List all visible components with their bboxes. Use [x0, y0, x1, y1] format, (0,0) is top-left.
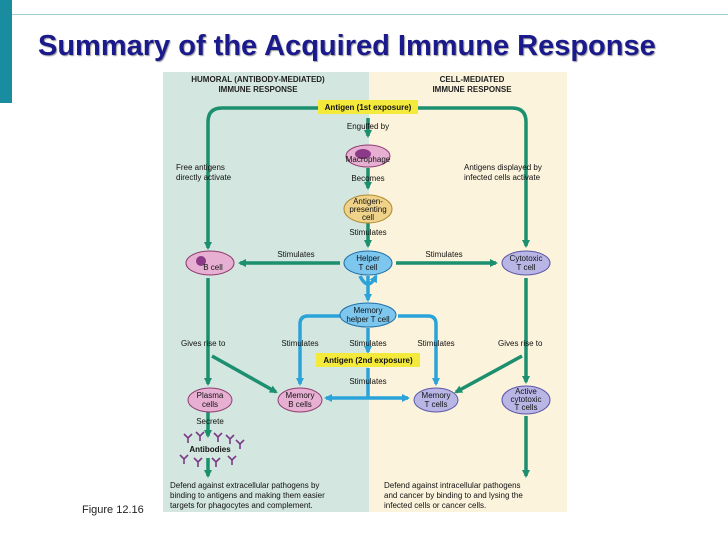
free-antigens-1: Free antigens	[176, 163, 225, 172]
stimulates-memory-label: Stimulates	[349, 339, 386, 348]
humoral-header-2: IMMUNE RESPONSE	[218, 85, 298, 94]
apc-node	[343, 194, 393, 224]
helper-t-label-2: T cell	[359, 263, 378, 272]
humoral-header-1: HUMORAL (ANTIBODY-MEDIATED)	[191, 75, 325, 84]
plasma-cells-node	[187, 387, 233, 413]
arrow-memory-to-right	[398, 314, 440, 386]
arrow-memory-to-left	[296, 314, 340, 386]
humoral-panel	[163, 72, 369, 512]
plasma-cells-label-1: Plasma	[197, 391, 224, 400]
antigen-1st-label: Antigen (1st exposure)	[325, 103, 412, 112]
macrophage-label: Macrophage	[346, 155, 391, 164]
active-cytotoxic-node	[501, 385, 551, 415]
top-rule	[12, 0, 728, 15]
cytotoxic-t-node	[501, 250, 551, 276]
cell-mediated-panel	[369, 72, 567, 512]
free-antigens-2: directly activate	[176, 173, 232, 182]
arrow-to-cytotoxic	[418, 106, 530, 248]
active-cytotoxic-label-3: T cells	[515, 403, 538, 412]
green-arrows	[204, 106, 530, 478]
stimulates-row-left: Stimulates	[281, 339, 318, 348]
blue-arrows	[296, 274, 440, 402]
plasma-cells-label-2: cells	[202, 400, 218, 409]
engulfed-by-label: Engulfed by	[347, 122, 389, 131]
apc-label-2: presenting	[349, 205, 386, 214]
cell-defense-2: and cancer by binding to and lysing the	[384, 491, 523, 500]
b-cell-label: B cell	[203, 263, 223, 272]
memory-helper-label-2: helper T cell	[346, 315, 390, 324]
memory-helper-label-1: Memory	[354, 306, 383, 315]
active-cytotoxic-label-2: cytotoxic	[510, 395, 541, 404]
arrow-to-b-cell	[204, 106, 318, 250]
memory-t-label-1: Memory	[422, 391, 451, 400]
becomes-label: Becomes	[351, 174, 384, 183]
memory-b-label-1: Memory	[286, 391, 315, 400]
humoral-defense-1: Defend against extracellular pathogens b…	[170, 481, 319, 490]
apc-label-3: cell	[362, 213, 374, 222]
stimulates-left-label: Stimulates	[277, 250, 314, 259]
accent-bar	[0, 0, 12, 103]
antigen-2nd-label: Antigen (2nd exposure)	[323, 356, 413, 365]
cell-defense-1: Defend against intracellular pathogens	[384, 481, 521, 490]
arrow-cyto-to-memory-t	[454, 354, 523, 394]
active-cytotoxic-label-1: Active	[515, 387, 537, 396]
gives-rise-right-label: Gives rise to	[498, 339, 543, 348]
cell-header-1: CELL-MEDIATED	[440, 75, 505, 84]
antibodies-icons	[179, 431, 245, 467]
memory-b-node	[277, 387, 323, 413]
antigen-2nd-box	[316, 353, 420, 367]
antibodies-label: Antibodies	[189, 445, 231, 454]
antigens-displayed-2: infected cells activate	[464, 173, 541, 182]
stimulates-second-label: Stimulates	[349, 377, 386, 386]
slide-title: Summary of the Acquired Immune Response	[38, 30, 656, 62]
humoral-defense-2: binding to antigens and making them easi…	[170, 491, 325, 500]
memory-t-label-2: T cells	[425, 400, 448, 409]
memory-helper-node	[339, 302, 397, 328]
antigen-1st-box	[318, 100, 418, 114]
arrow-b-to-memory-b	[211, 354, 278, 394]
cytotoxic-t-label-2: T cell	[517, 263, 536, 272]
antigens-displayed-1: Antigens displayed by	[464, 163, 542, 172]
b-cell-nucleus	[196, 256, 206, 266]
humoral-defense-3: targets for phagocytes and complement.	[170, 501, 313, 510]
memory-b-label-2: B cells	[288, 400, 312, 409]
helper-t-label-1: Helper	[356, 254, 380, 263]
figure-label: Figure 12.16	[82, 504, 144, 516]
apc-label-1: Antigen-	[353, 197, 383, 206]
helper-t-node	[343, 250, 393, 276]
stimulates-right-label: Stimulates	[425, 250, 462, 259]
gives-rise-left-label: Gives rise to	[181, 339, 226, 348]
stimulates-row-right: Stimulates	[417, 339, 454, 348]
macrophage-nucleus	[355, 149, 371, 159]
cytotoxic-t-label-1: Cytotoxic	[510, 254, 543, 263]
memory-t-node	[413, 387, 459, 413]
cell-header-2: IMMUNE RESPONSE	[432, 85, 512, 94]
stimulates-apc-label: Stimulates	[349, 228, 386, 237]
secrete-label: Secrete	[196, 417, 224, 426]
cell-defense-3: infected cells or cancer cells.	[384, 501, 486, 510]
